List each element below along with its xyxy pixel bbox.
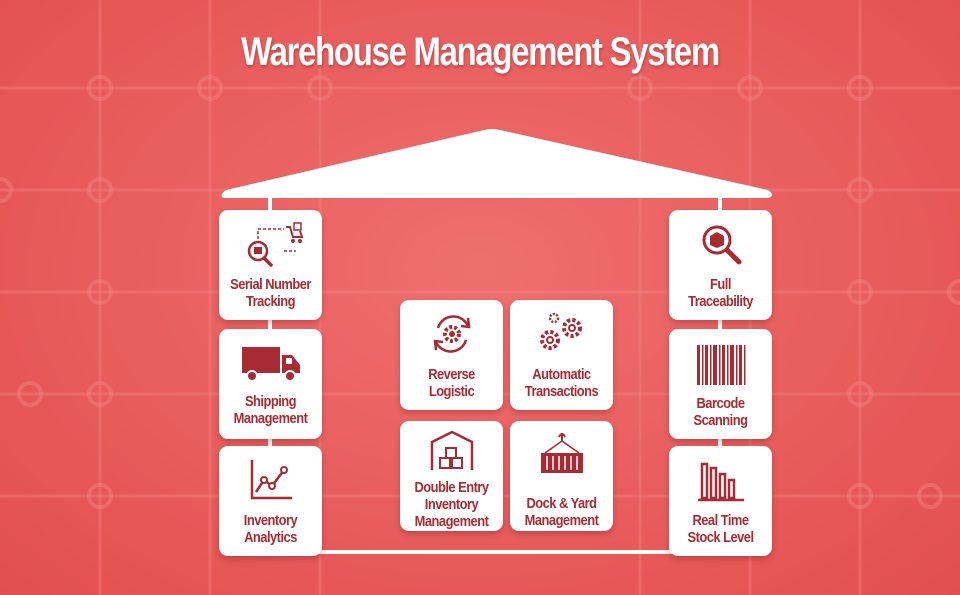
card-real-time-stock-level[interactable]: Real Time Stock Level (669, 446, 772, 556)
line-chart-icon (219, 450, 322, 510)
card-double-entry-inventory-management[interactable]: Double Entry Inventory Management (400, 421, 503, 531)
card-label: Full Traceability (688, 276, 753, 310)
magnifier-box-icon (669, 214, 772, 274)
refresh-gear-icon (400, 304, 503, 364)
card-label: Barcode Scanning (693, 395, 748, 429)
card-label: Shipping Management (233, 393, 308, 427)
serial-tracking-icon (219, 216, 322, 276)
card-barcode-scanning[interactable]: Barcode Scanning (669, 329, 772, 439)
page-title: Warehouse Management System (241, 30, 720, 74)
card-reverse-logistic[interactable]: Reverse Logistic (400, 300, 503, 410)
bar-chart-icon (669, 450, 772, 510)
card-label: Automatic Transactions (524, 366, 599, 400)
card-shipping-management[interactable]: Shipping Management (219, 329, 322, 439)
card-dock-yard-management[interactable]: Dock & Yard Management (510, 421, 613, 531)
card-automatic-transactions[interactable]: Automatic Transactions (510, 300, 613, 410)
truck-icon (219, 333, 322, 393)
barcode-icon (669, 335, 772, 395)
card-inventory-analytics[interactable]: Inventory Analytics (219, 446, 322, 556)
card-label: Reverse Logistic (428, 366, 475, 400)
card-serial-number-tracking[interactable]: Serial Number Tracking (219, 210, 322, 320)
warehouse-icon (400, 421, 503, 481)
card-label: Double Entry Inventory Management (414, 479, 489, 530)
card-label: Dock & Yard Management (524, 495, 599, 529)
card-label: Real Time Stock Level (687, 512, 754, 546)
card-full-traceability[interactable]: Full Traceability (669, 210, 772, 320)
card-label: Serial Number Tracking (230, 276, 311, 310)
card-label: Inventory Analytics (243, 512, 298, 546)
gears-icon (510, 304, 613, 364)
container-icon (510, 425, 613, 485)
